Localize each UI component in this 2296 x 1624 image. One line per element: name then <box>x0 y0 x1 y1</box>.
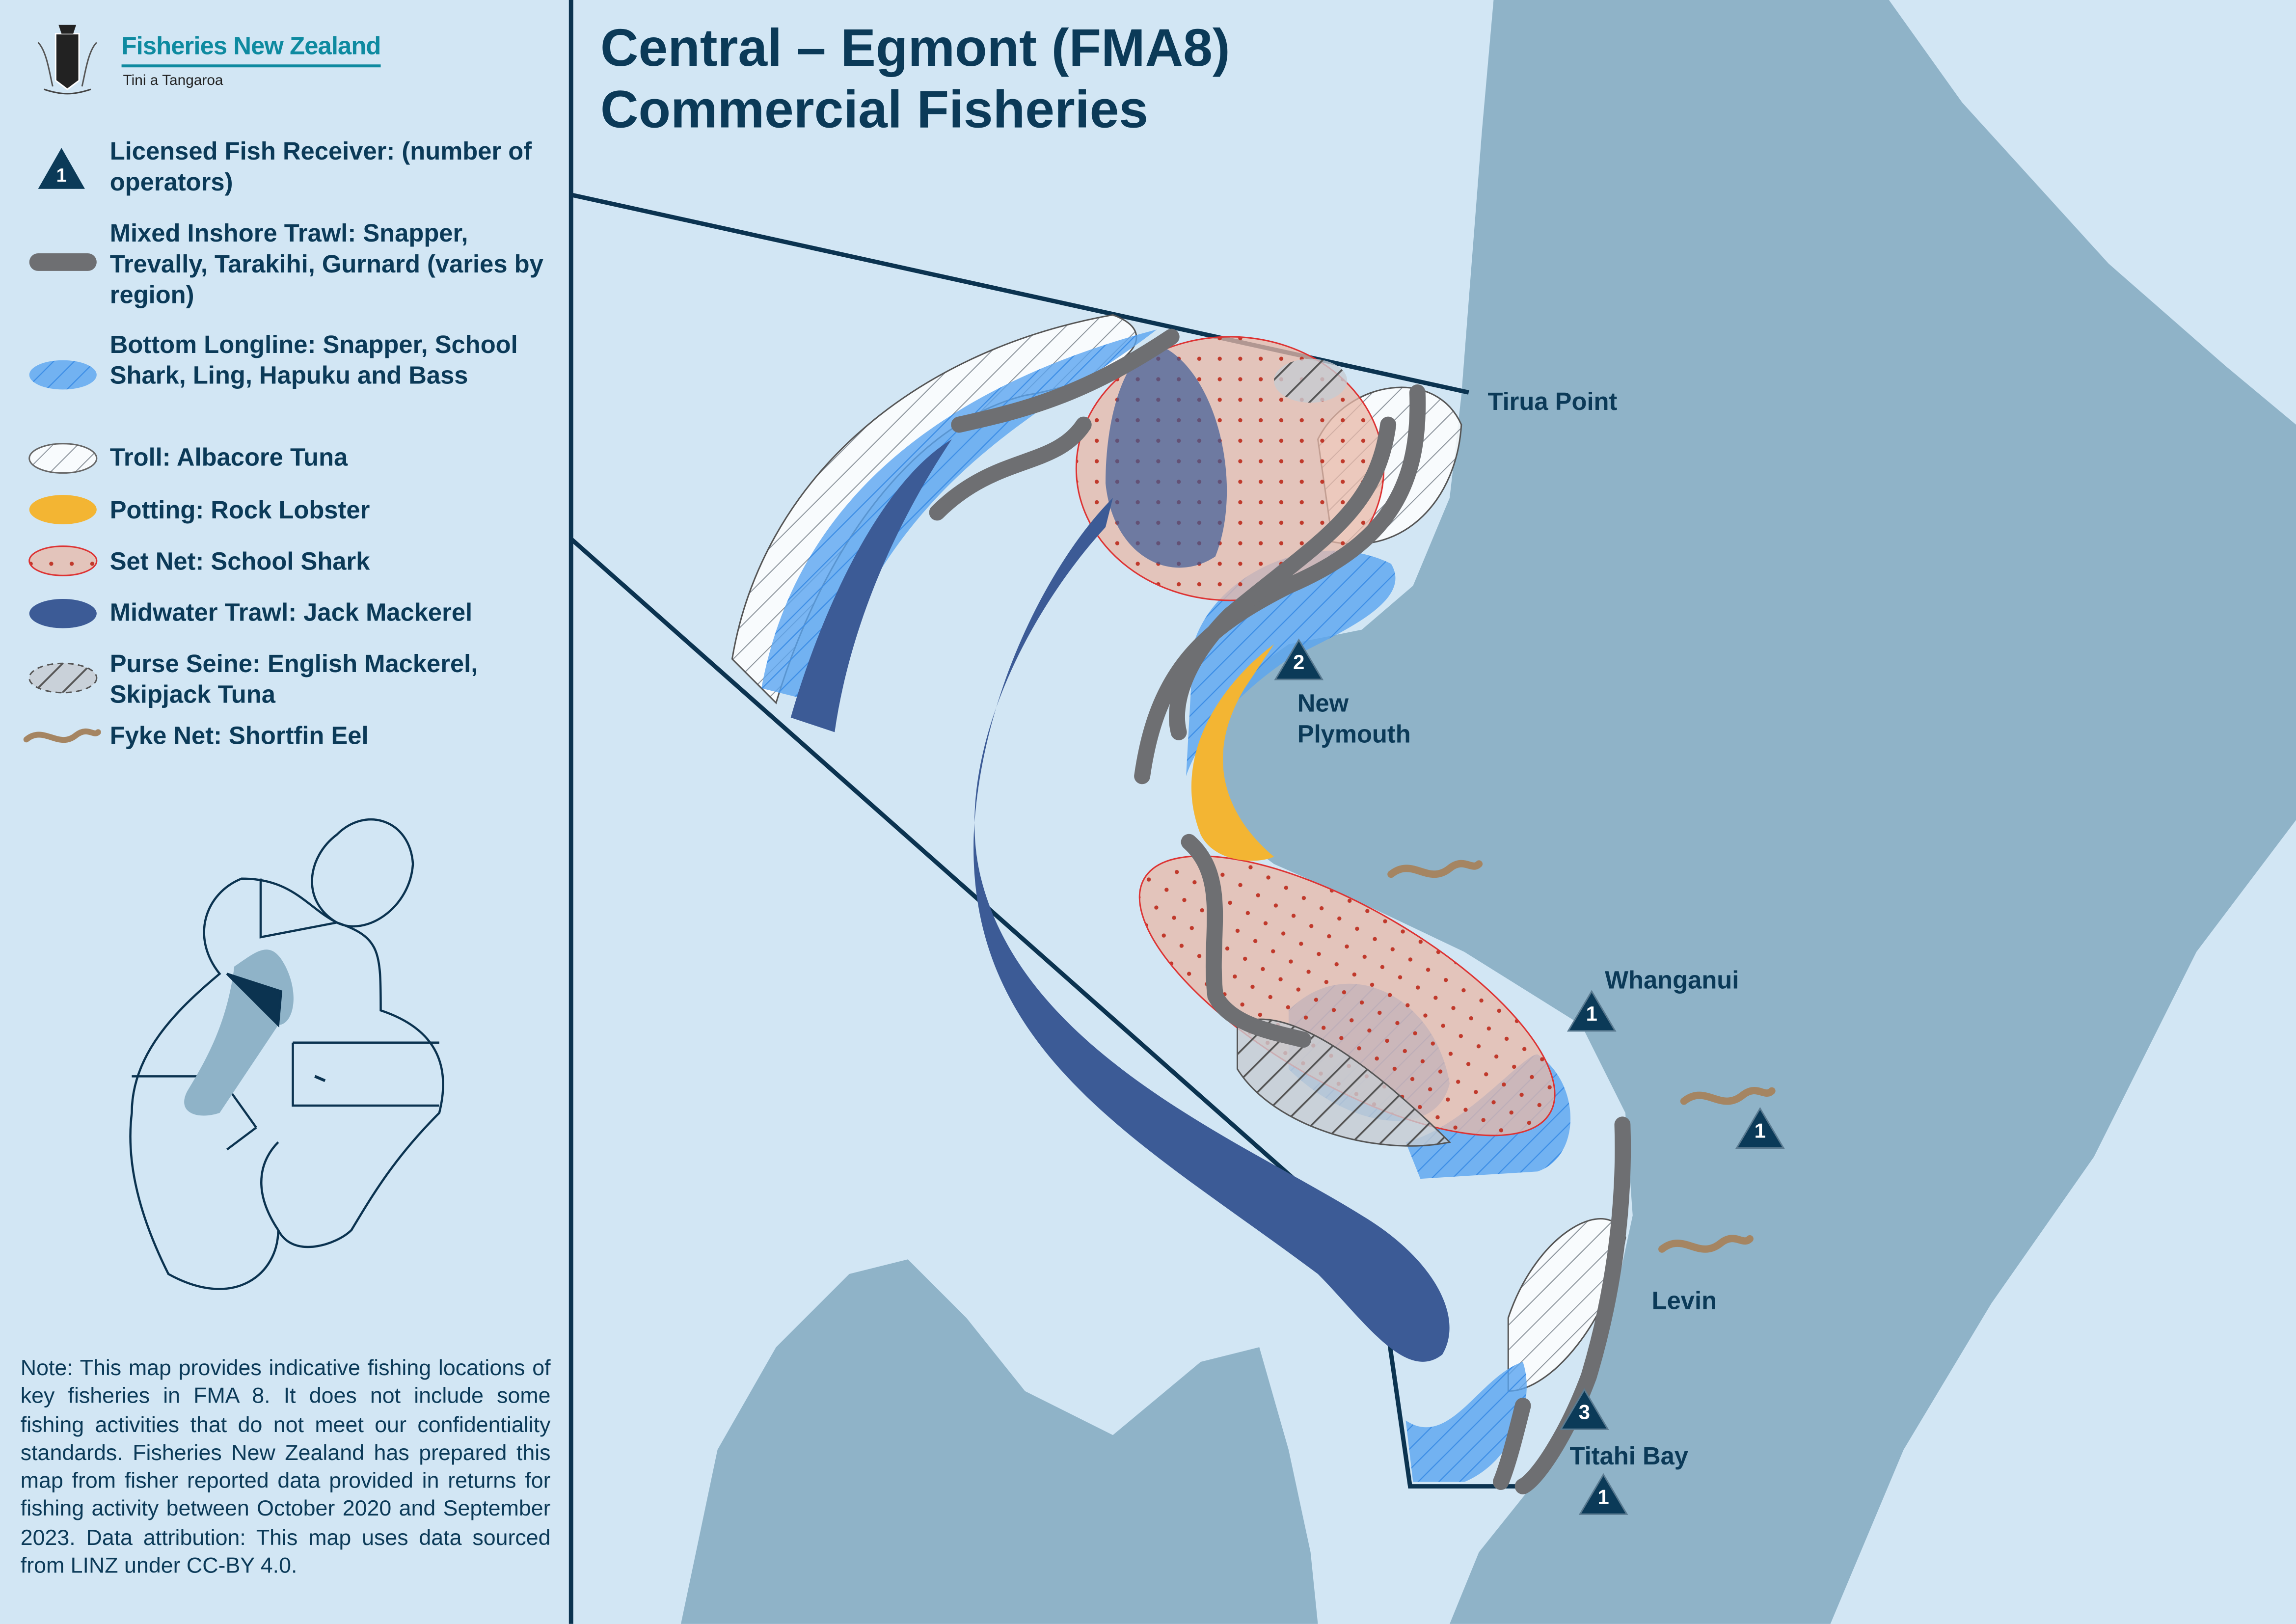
legend-label-potting: Potting: Rock Lobster <box>109 496 370 524</box>
org-name: Fisheries New Zealand <box>121 32 381 68</box>
inshore-trawl-lines <box>929 328 1631 1494</box>
legend-label-purse-seine: Purse Seine: English Mackerel, Skipjack … <box>109 650 478 709</box>
legend-label-bottom-longline: Bottom Longline: Snapper, School Shark, … <box>109 331 518 390</box>
midwater-trawl-area <box>1106 344 1227 568</box>
longline-area <box>761 329 1157 703</box>
place-label-whanganui: Whanganui <box>1605 966 1739 995</box>
legend-label-midwater-trawl: Midwater Trawl: Jack Mackerel <box>109 598 473 627</box>
receiver-count: 1 <box>1754 1118 1766 1142</box>
place-line: New <box>1297 689 1349 718</box>
red-dotted-icon <box>28 545 98 576</box>
eel-icon <box>23 728 101 743</box>
triangle-marker-icon <box>38 148 85 189</box>
place-label-titahi-bay: Titahi Bay <box>1569 1442 1688 1470</box>
place-line: Plymouth <box>1297 720 1411 749</box>
receiver-count: 1 <box>1597 1485 1609 1509</box>
grey-line-icon <box>29 253 97 271</box>
longline-area <box>1405 1362 1527 1482</box>
blue-hatched-icon <box>29 360 97 390</box>
south-island-land <box>681 1259 1318 1624</box>
purse-seine-area <box>1274 358 1348 403</box>
white-hatched-icon <box>28 443 98 474</box>
midwater-trawl-area <box>973 498 1450 1362</box>
receiver-count: 2 <box>1293 650 1305 674</box>
legend-label-inshore-trawl: Mixed Inshore Trawl: Snapper, Trevally, … <box>109 219 543 309</box>
legend-label-fish-receiver: Licensed Fish Receiver: (number of opera… <box>109 137 532 196</box>
inset-nz-fma-map <box>129 818 444 1290</box>
north-island-land <box>1203 0 2296 1624</box>
title-line-1: Central – Egmont (FMA8) <box>600 17 1230 78</box>
legend-label-set-net: Set Net: School Shark <box>109 547 370 576</box>
navy-area-icon <box>29 598 97 628</box>
receiver-count: 1 <box>1586 1001 1597 1025</box>
title-line-2: Commercial Fisheries <box>600 79 1149 139</box>
legend-triangle-number: 1 <box>56 165 67 186</box>
map-note: Note: This map provides indicative fishi… <box>20 1356 551 1579</box>
place-label-tirua-point: Tirua Point <box>1487 388 1618 416</box>
legend-label-troll: Troll: Albacore Tuna <box>109 443 348 472</box>
grey-hatched-icon <box>28 662 98 694</box>
nz-coat-of-arms-logo <box>37 25 97 95</box>
place-label-levin: Levin <box>1651 1287 1717 1315</box>
receiver-count: 3 <box>1578 1400 1590 1424</box>
org-subtitle: Tini a Tangaroa <box>123 73 223 89</box>
midwater-trawl-area <box>790 439 952 732</box>
potting-area <box>1191 644 1274 861</box>
fyke-net-eel-icons <box>1387 860 1776 1253</box>
fish-receiver-markers <box>1274 638 1785 1515</box>
yellow-area-icon <box>29 495 97 524</box>
purse-seine-area <box>1236 1018 1451 1147</box>
legend-sidebar: Fisheries New Zealand Tini a Tangaroa Li… <box>0 0 571 1624</box>
legend-icons: 1 <box>23 148 101 743</box>
legend-label-fyke-net: Fyke Net: Shortfin Eel <box>109 722 369 750</box>
map-title: Central – Egmont (FMA8) Commercial Fishe… <box>600 18 1230 141</box>
